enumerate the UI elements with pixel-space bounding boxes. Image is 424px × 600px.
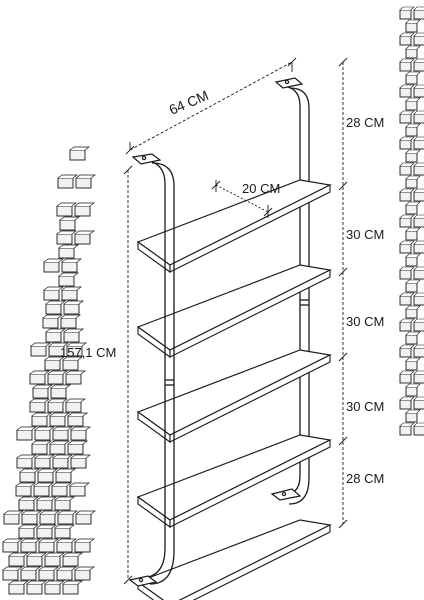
total-height-label: 157,1 CM [60,345,117,360]
mounting-brackets [128,77,304,587]
bracket-bottom-rear [270,488,302,501]
shelf-boards [136,179,332,600]
shelf-board [136,179,332,266]
shelf-board [136,434,332,521]
spacing-label-4: 30 CM [346,399,385,414]
spacing-label-3: 30 CM [346,314,385,329]
depth-label: 20 CM [242,181,281,196]
spacing-label-2: 30 CM [346,227,385,242]
shelf-board [136,264,332,351]
bracket-top-front [131,153,162,165]
spacing-label-5: 28 CM [346,471,385,486]
bracket-top-rear [274,77,304,89]
shelf-board [136,349,332,436]
brick-wall-right [399,6,424,436]
upright-front [139,159,309,585]
bracket-bottom-front [128,575,158,587]
spacing-label-1: 28 CM [346,115,385,130]
brick-wall-left [2,146,97,595]
dimension-lines [123,57,348,585]
shelf-board [136,519,332,600]
